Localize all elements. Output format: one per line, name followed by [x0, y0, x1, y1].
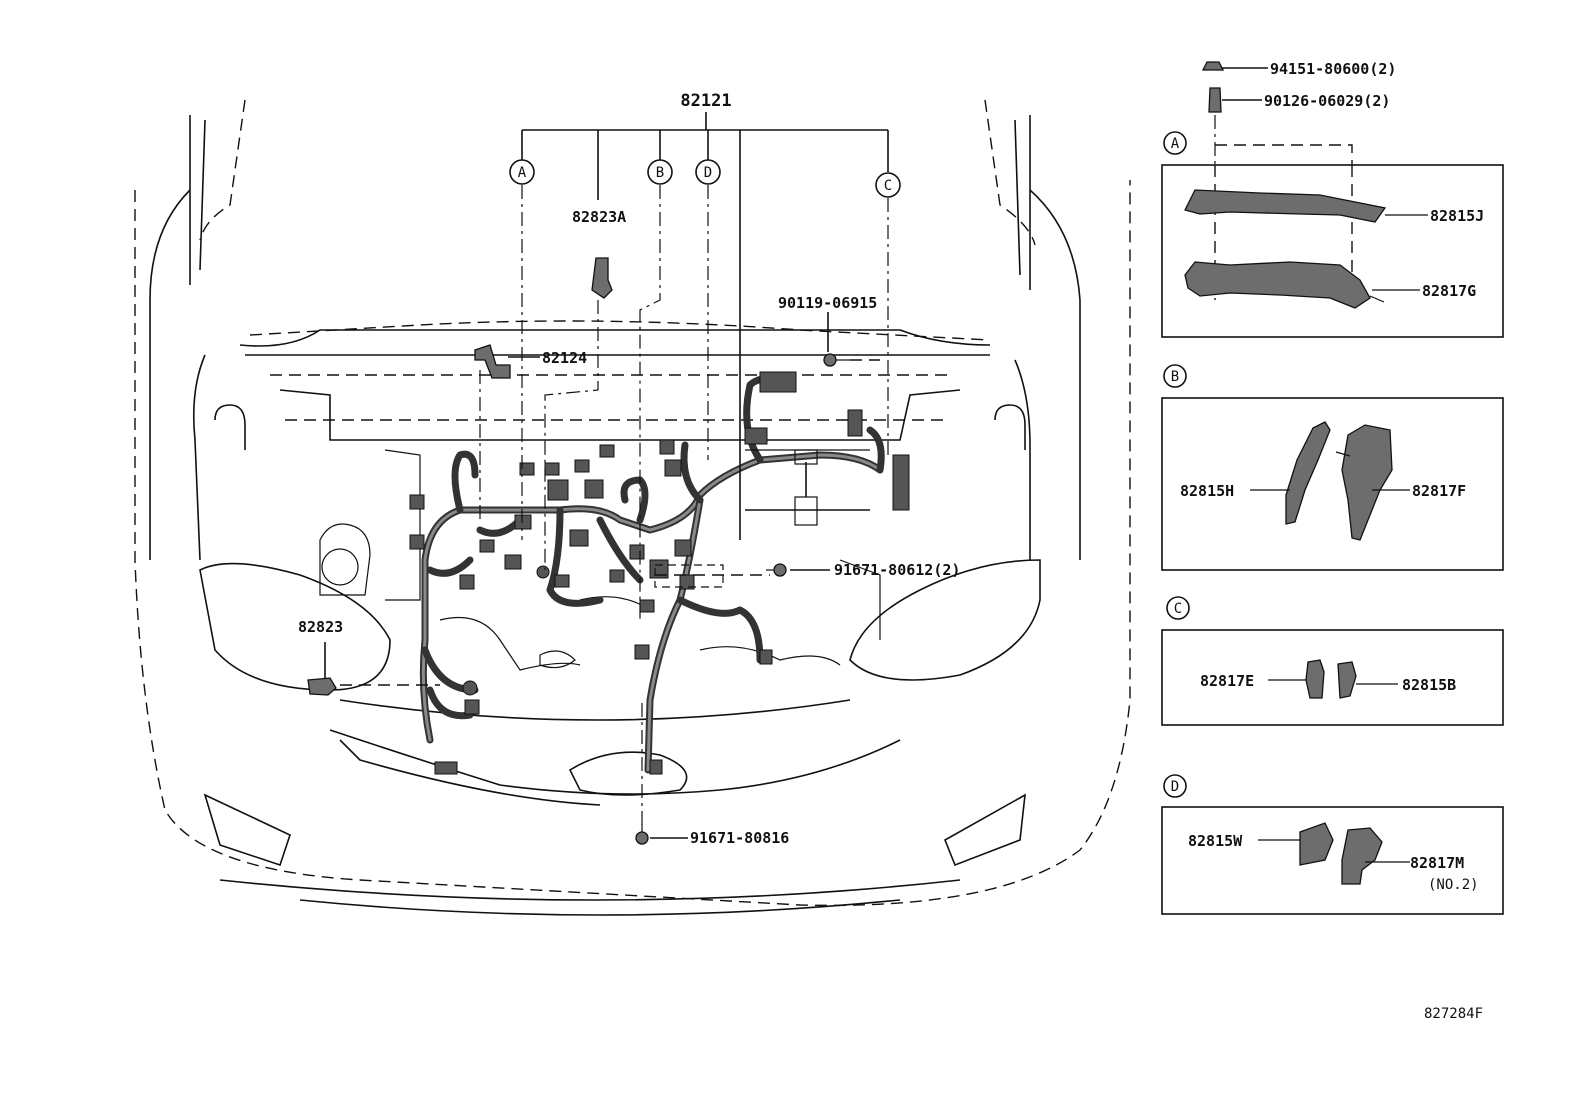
label-82815W: 82815W — [1188, 832, 1243, 850]
label-91671-80612: 91671-80612(2) — [834, 561, 960, 579]
label-82817F: 82817F — [1412, 482, 1466, 500]
part-82124-drawing — [474, 344, 511, 379]
panel-c-ref: C — [1174, 601, 1182, 617]
part-82817F-drawing — [1341, 424, 1393, 541]
main-labels: 82121 82823A 82124 82823 90119-06915 916… — [298, 60, 1396, 847]
label-90119-06915: 90119-06915 — [778, 294, 877, 312]
main-view-parts — [307, 61, 1225, 845]
part-82817E-drawing — [1305, 659, 1325, 699]
part-82817M-drawing — [1341, 827, 1383, 885]
label-82815J: 82815J — [1430, 207, 1484, 225]
detail-panel-d: D 82815W 82817M (NO.2) — [1161, 774, 1504, 915]
label-82817M: 82817M — [1410, 854, 1464, 872]
part-82817G-drawing — [1184, 261, 1371, 309]
part-82815J-drawing — [1184, 189, 1387, 223]
label-82823: 82823 — [298, 618, 343, 636]
panel-a-ref: A — [1171, 136, 1180, 152]
detail-panel-a: A 82815J 82817G — [1161, 131, 1504, 338]
figure-id: 827284F — [1424, 1006, 1483, 1022]
harness-connectors — [409, 371, 910, 775]
svg-text:B: B — [656, 165, 664, 181]
label-82124: 82124 — [542, 349, 587, 367]
part-82815W-drawing — [1299, 822, 1334, 866]
detail-panel-b: B 82815H 82817F — [1161, 364, 1504, 571]
label-82815H: 82815H — [1180, 482, 1234, 500]
panel-d-ref: D — [1171, 779, 1179, 795]
nut-94151-icon — [1201, 61, 1225, 71]
label-82121: 82121 — [680, 91, 731, 111]
label-82817G: 82817G — [1422, 282, 1476, 300]
ref-circle-d: D — [695, 159, 721, 185]
label-no2: (NO.2) — [1428, 877, 1479, 893]
ref-circle-a: A — [509, 159, 535, 185]
part-82823A-drawing — [591, 257, 613, 299]
detail-panel-c: C 82817E 82815B — [1161, 596, 1504, 726]
bolt-90119-icon — [823, 353, 850, 367]
ref-circle-c: C — [875, 172, 901, 198]
part-82815H-drawing — [1285, 421, 1331, 525]
label-82817E: 82817E — [1200, 672, 1254, 690]
label-90126-06029: 90126-06029(2) — [1264, 92, 1390, 110]
bolt-91671-80612-icon — [766, 563, 787, 577]
stud-90126-icon — [1208, 87, 1222, 113]
part-82823-drawing — [307, 677, 337, 696]
svg-text:A: A — [518, 165, 527, 181]
label-82815B: 82815B — [1402, 676, 1456, 694]
label-82823A: 82823A — [572, 208, 626, 226]
label-91671-80816: 91671-80816 — [690, 829, 789, 847]
ref-circles: A B D C — [509, 159, 901, 198]
panel-b-ref: B — [1171, 369, 1179, 385]
vehicle-outline — [134, 99, 1131, 916]
callout-leaders — [324, 67, 1353, 839]
svg-text:C: C — [884, 178, 892, 194]
ref-circle-b: B — [647, 159, 673, 185]
label-94151-80600: 94151-80600(2) — [1270, 60, 1396, 78]
part-82815B-drawing — [1337, 661, 1357, 699]
svg-text:D: D — [704, 165, 712, 181]
bolt-91671-80816-icon — [635, 824, 649, 845]
